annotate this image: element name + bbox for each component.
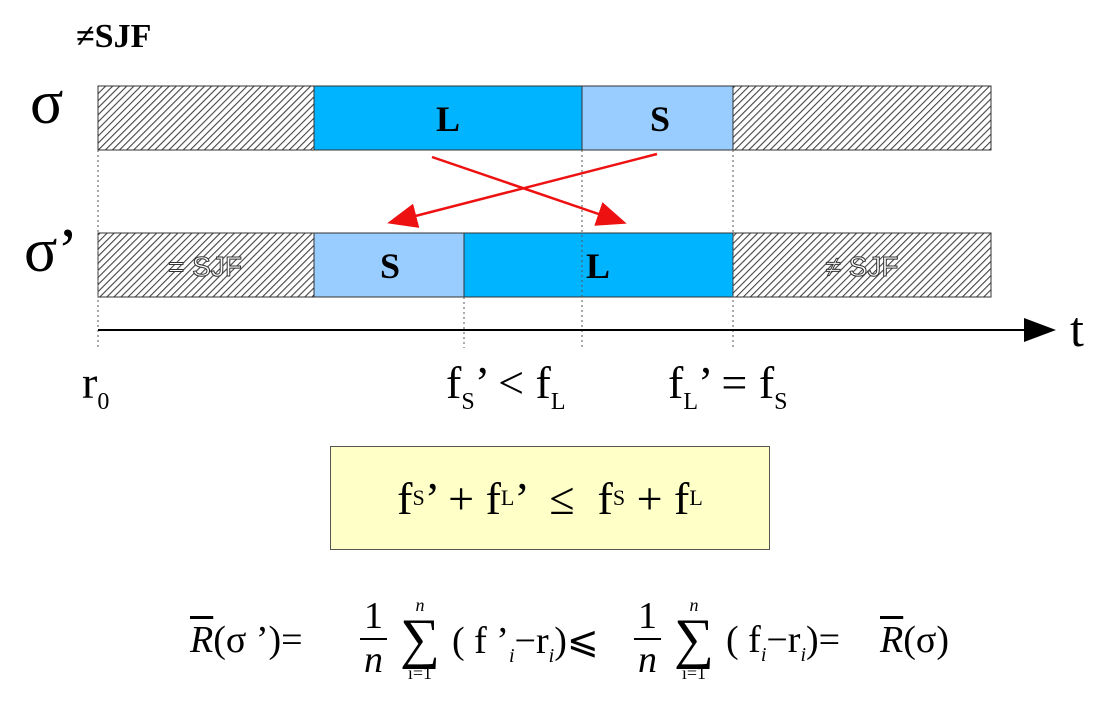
row1-segment-long: [313, 85, 583, 151]
tick-label-fl-prime-eq-fs: fL’ = fS: [668, 357, 788, 415]
tick-label-r0: r0: [82, 357, 110, 415]
swap-arrow-short: [387, 152, 658, 228]
formula-rhs: R(σ): [880, 619, 950, 661]
row1-long-label: L: [436, 99, 460, 139]
swap-arrow-long: [431, 155, 627, 226]
sigma-prime-label: σ’: [24, 217, 79, 285]
formula-sum-2: n∑i=1: [674, 595, 714, 684]
row-sigma: L S: [97, 85, 992, 151]
row2-sjf-right-label: ≠ SJF: [826, 251, 899, 282]
tick-label-fs-prime-lt-fl: fS’ < fL: [446, 357, 566, 415]
row2-segment-short: [313, 232, 465, 298]
row-sigma-prime: = SJF S L ≠ SJF: [97, 232, 992, 298]
row2-short-label: S: [380, 246, 400, 286]
row2-long-label: L: [586, 246, 610, 286]
row2-sjf-left-label: = SJF: [168, 251, 242, 282]
formula-lhs: R(σ ’)=: [190, 619, 303, 661]
row2-segment-long: [463, 232, 734, 298]
row1-segment-hatched-left: [97, 85, 315, 151]
formula-term-2: ( fi−ri)=: [726, 619, 841, 666]
guide-lines: [97, 150, 734, 348]
row2-segment-hatched-right: [732, 232, 992, 298]
row1-segment-short: [581, 85, 734, 151]
time-axis-label: t: [1070, 301, 1084, 357]
non-sjf-title: ≠SJF: [76, 18, 152, 55]
row2-segment-hatched-left: [97, 232, 315, 298]
sigma-label: σ: [30, 69, 64, 137]
formula-term-1: ( f ’i−ri)⩽: [452, 620, 599, 667]
row1-short-label: S: [650, 99, 670, 139]
formula-sum-1: n∑i=1: [400, 595, 440, 684]
row1-segment-hatched-right: [732, 85, 992, 151]
